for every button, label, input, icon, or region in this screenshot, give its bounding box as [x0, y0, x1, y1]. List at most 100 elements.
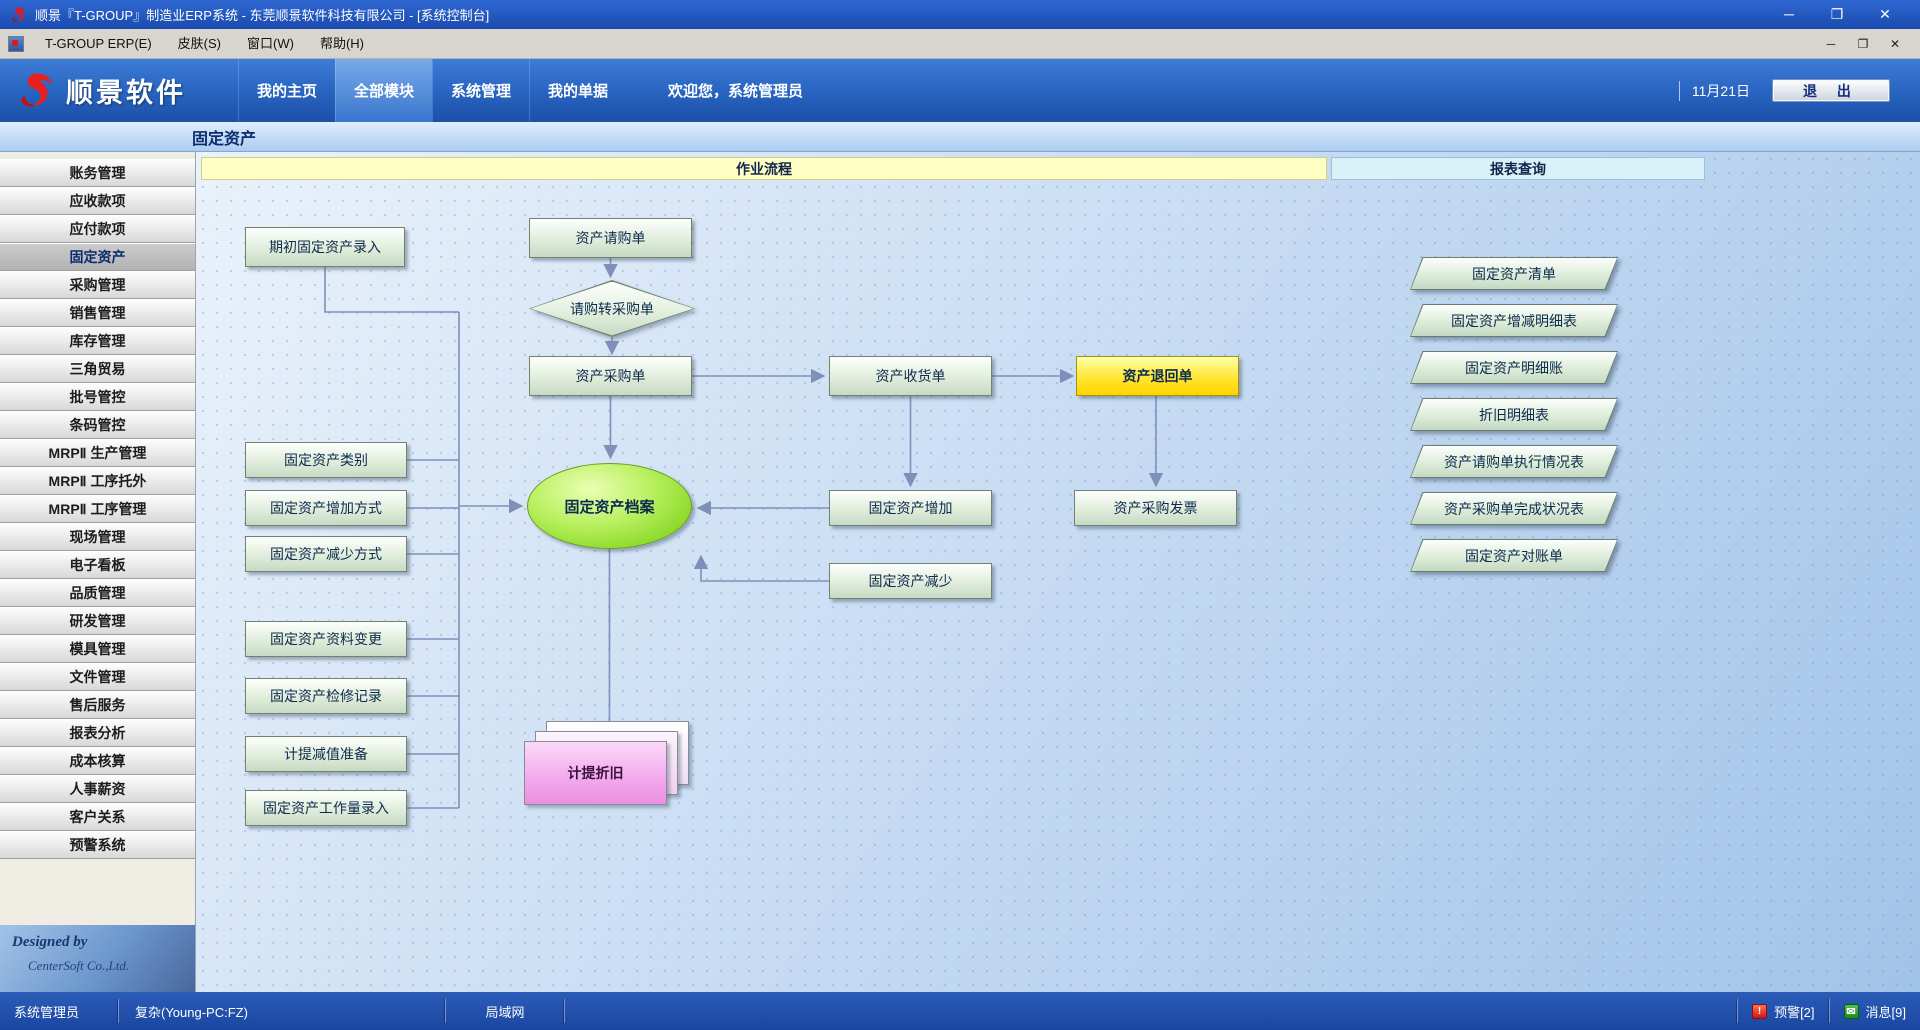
sidebar-item-inventory[interactable]: 库存管理	[0, 327, 195, 355]
flow-node-asset-purchase-request[interactable]: 资产请购单	[529, 218, 692, 258]
sidebar-item-sales[interactable]: 销售管理	[0, 299, 195, 327]
statusbar: 系统管理员 复杂(Young-PC:FZ) 局域网 ! 预警[2] ✉ 消息[9…	[0, 992, 1920, 1030]
tab-all-modules[interactable]: 全部模块	[335, 59, 432, 122]
exit-button[interactable]: 退 出	[1772, 79, 1890, 102]
sidebar-item-after-sales[interactable]: 售后服务	[0, 691, 195, 719]
maximize-button[interactable]: ❐	[1830, 6, 1844, 22]
tab-my-home[interactable]: 我的主页	[238, 59, 335, 122]
sidebar-item-fixed-assets[interactable]: 固定资产	[0, 243, 195, 271]
tab-system-admin[interactable]: 系统管理	[432, 59, 529, 122]
sidebar-item-payables[interactable]: 应付款项	[0, 215, 195, 243]
status-message-button[interactable]: ✉ 消息[9]	[1830, 992, 1920, 1030]
sidebar-item-mrp2-outsourcing[interactable]: MRPⅡ 工序托外	[0, 467, 195, 495]
minimize-button[interactable]: ─	[1784, 6, 1794, 22]
flow-node-asset-increase[interactable]: 固定资产增加	[829, 490, 992, 526]
sidebar-item-mrp2-process[interactable]: MRPⅡ 工序管理	[0, 495, 195, 523]
menu-window[interactable]: 窗口(W)	[247, 35, 294, 51]
flow-node-reduce-method[interactable]: 固定资产减少方式	[245, 536, 407, 572]
tab-my-documents[interactable]: 我的单据	[529, 59, 626, 122]
company-text: CenterSoft Co.,Ltd.	[28, 958, 130, 973]
close-button[interactable]: ✕	[1879, 6, 1891, 22]
sidebar-item-costing[interactable]: 成本核算	[0, 747, 195, 775]
brand-logo: 顺景软件	[0, 59, 238, 122]
section-workflow: 作业流程	[201, 157, 1327, 180]
flow-node-asset-receipt[interactable]: 资产收货单	[829, 356, 992, 396]
flow-node-initial-asset-entry[interactable]: 期初固定资产录入	[245, 227, 405, 267]
flow-node-depreciation[interactable]: 计提折旧	[524, 721, 694, 809]
status-separator	[1828, 999, 1830, 1023]
sidebar-item-alert-system[interactable]: 预警系统	[0, 831, 195, 859]
alert-label: 预警[2]	[1774, 1004, 1815, 1020]
mdi-child-icon	[8, 35, 24, 52]
child-close-button[interactable]: ✕	[1889, 36, 1901, 51]
flow-node-add-method[interactable]: 固定资产增加方式	[245, 490, 407, 526]
report-label: 固定资产清单	[1411, 258, 1617, 289]
flow-node-asset-purchase-order[interactable]: 资产采购单	[529, 356, 692, 396]
flow-node-asset-category[interactable]: 固定资产类别	[245, 442, 407, 478]
flow-node-asset-archive[interactable]: 固定资产档案	[527, 463, 692, 549]
designed-by-text: Designed by	[12, 934, 88, 950]
sidebar-item-kanban[interactable]: 电子看板	[0, 551, 195, 579]
child-minimize-button[interactable]: ─	[1826, 36, 1836, 51]
date-label: 11月21日	[1678, 80, 1750, 101]
sidebar-item-shopfloor[interactable]: 现场管理	[0, 523, 195, 551]
child-restore-button[interactable]: ❐	[1857, 36, 1869, 51]
status-host: 复杂(Young-PC:FZ)	[135, 1004, 248, 1020]
report-asset-reconciliation[interactable]: 固定资产对账单	[1410, 539, 1618, 572]
report-label: 固定资产对账单	[1411, 540, 1617, 571]
page-title: 固定资产	[192, 130, 257, 148]
sidebar-item-rnd[interactable]: 研发管理	[0, 607, 195, 635]
report-label: 折旧明细表	[1411, 399, 1617, 430]
status-separator	[445, 999, 446, 1023]
section-report-query: 报表查询	[1331, 157, 1705, 180]
sidebar-item-quality[interactable]: 品质管理	[0, 579, 195, 607]
report-request-execution[interactable]: 资产请购单执行情况表	[1410, 445, 1618, 478]
flow-node-request-to-po[interactable]: 请购转采购单	[529, 280, 695, 337]
report-label: 资产请购单执行情况表	[1411, 446, 1617, 477]
menu-skin[interactable]: 皮肤(S)	[177, 35, 222, 51]
menu-help[interactable]: 帮助(H)	[319, 35, 364, 51]
sidebar-item-report-analysis[interactable]: 报表分析	[0, 719, 195, 747]
main-nav: 我的主页 全部模块 系统管理 我的单据	[238, 59, 626, 122]
sidebar-item-receivables[interactable]: 应收款项	[0, 187, 195, 215]
app-logo-icon	[12, 7, 26, 22]
module-sidebar: 账务管理 应收款项 应付款项 固定资产 采购管理 销售管理 库存管理 三角贸易 …	[0, 152, 196, 992]
flow-node-purchase-invoice[interactable]: 资产采购发票	[1074, 490, 1237, 526]
flow-node-asset-decrease[interactable]: 固定资产减少	[829, 563, 992, 599]
flow-node-asset-data-change[interactable]: 固定资产资料变更	[245, 621, 407, 657]
message-icon: ✉	[1843, 1003, 1859, 1019]
sidebar-item-mrp2-production[interactable]: MRPⅡ 生产管理	[0, 439, 195, 467]
depreciation-card-front: 计提折旧	[524, 741, 667, 805]
report-increase-decrease-detail[interactable]: 固定资产增减明细表	[1410, 304, 1618, 337]
sidebar-item-lot-control[interactable]: 批号管控	[0, 383, 195, 411]
report-label: 资产采购单完成状况表	[1411, 493, 1617, 524]
designed-by-block: Designed by CenterSoft Co.,Ltd.	[0, 925, 195, 992]
flow-node-repair-record[interactable]: 固定资产检修记录	[245, 678, 407, 714]
sidebar-item-purchasing[interactable]: 采购管理	[0, 271, 195, 299]
sidebar-item-hr-payroll[interactable]: 人事薪资	[0, 775, 195, 803]
sidebar-item-barcode-control[interactable]: 条码管控	[0, 411, 195, 439]
report-label: 固定资产明细账	[1411, 352, 1617, 383]
report-asset-list[interactable]: 固定资产清单	[1410, 257, 1618, 290]
menu-tgroup-erp[interactable]: T-GROUP ERP(E)	[45, 35, 152, 51]
sidebar-item-triangle-trade[interactable]: 三角贸易	[0, 355, 195, 383]
sidebar-item-crm[interactable]: 客户关系	[0, 803, 195, 831]
status-separator	[1737, 999, 1739, 1023]
sidebar-item-accounting[interactable]: 账务管理	[0, 159, 195, 187]
status-alert-button[interactable]: ! 预警[2]	[1738, 992, 1828, 1030]
status-separator	[118, 999, 119, 1023]
sidebar-item-mold[interactable]: 模具管理	[0, 635, 195, 663]
welcome-text: 欢迎您，系统管理员	[668, 83, 804, 100]
status-network: 局域网	[485, 1004, 525, 1020]
flow-node-workload-entry[interactable]: 固定资产工作量录入	[245, 790, 407, 826]
diamond-label: 请购转采购单	[530, 281, 694, 336]
report-depreciation-detail[interactable]: 折旧明细表	[1410, 398, 1618, 431]
brand-swirl-icon	[21, 73, 52, 106]
flow-node-asset-return[interactable]: 资产退回单	[1076, 356, 1239, 396]
page-header: 固定资产	[0, 122, 1920, 152]
sidebar-item-documents[interactable]: 文件管理	[0, 663, 195, 691]
report-po-completion[interactable]: 资产采购单完成状况表	[1410, 492, 1618, 525]
report-asset-ledger[interactable]: 固定资产明细账	[1410, 351, 1618, 384]
flow-node-impairment-provision[interactable]: 计提减值准备	[245, 736, 407, 772]
brand-name: 顺景软件	[66, 78, 186, 108]
